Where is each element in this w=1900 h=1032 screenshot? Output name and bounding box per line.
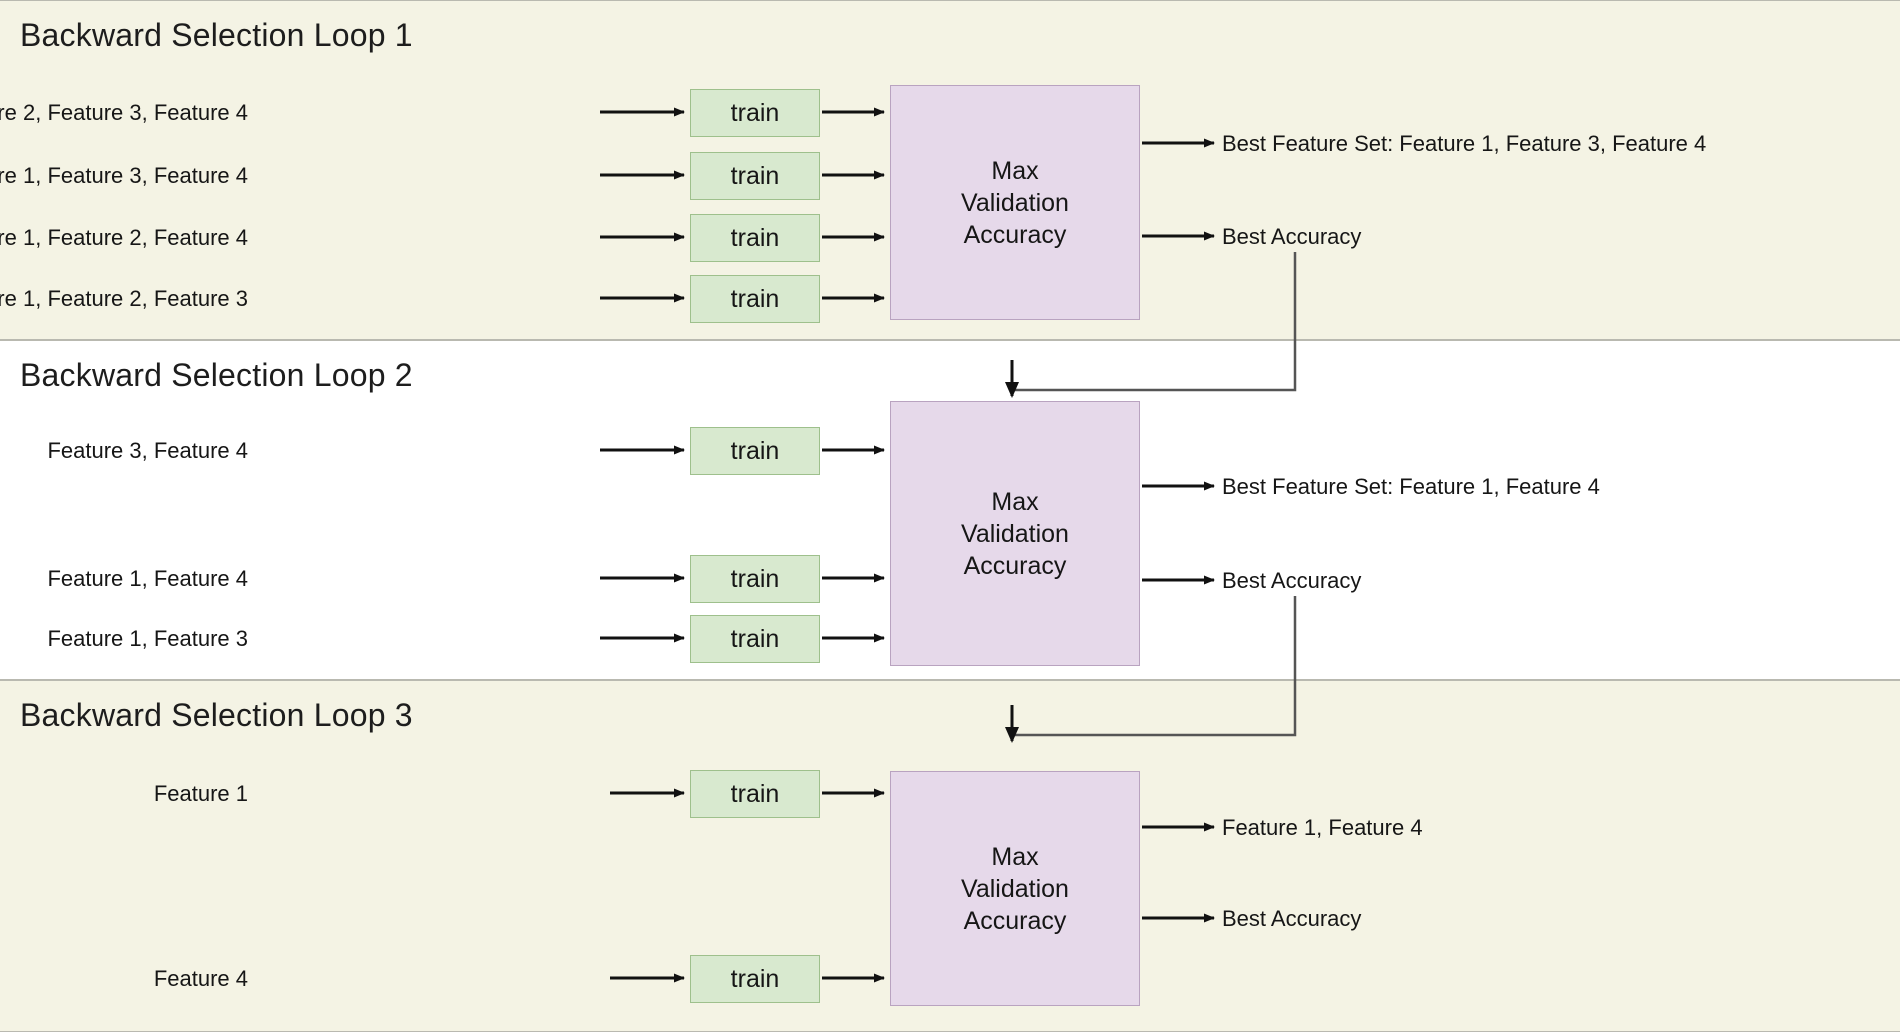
train-box-2-1[interactable]: train (690, 427, 820, 475)
input-label-3-1: Feature 1 (153, 781, 248, 806)
train-box-2-3[interactable]: train (690, 615, 820, 663)
max-box-line-1: Max (991, 487, 1039, 516)
train-box-1-2[interactable]: train (690, 152, 820, 200)
max-box-line-3: Accuracy (963, 906, 1067, 935)
loop-panel-1: Backward Selection Loop 1 Feature 2, Fea… (0, 0, 1900, 340)
max-box-line-3: Accuracy (963, 220, 1067, 249)
input-label-2-2: Feature 1, Feature 4 (47, 566, 248, 591)
max-validation-accuracy-box-3[interactable]: Max Validation Accuracy (890, 771, 1140, 1006)
loop-title-1: Backward Selection Loop 1 (20, 17, 413, 53)
max-validation-accuracy-box-1[interactable]: Max Validation Accuracy (890, 85, 1140, 320)
input-label-3-2: Feature 4 (153, 966, 248, 991)
input-label-1-2: Feature 1, Feature 3, Feature 4 (0, 163, 248, 188)
output-label-1-2: Best Accuracy (1222, 224, 1362, 249)
max-box-line-2: Validation (961, 188, 1069, 217)
train-box-1-4[interactable]: train (690, 275, 820, 323)
input-label-2-3: Feature 1, Feature 3 (47, 626, 248, 651)
loop-panel-3: Backward Selection Loop 3 Feature 1 Feat… (0, 680, 1900, 1032)
loop-panel-2: Backward Selection Loop 2 Feature 3, Fea… (0, 340, 1900, 680)
loop-title-2: Backward Selection Loop 2 (20, 357, 413, 393)
train-box-2-2[interactable]: train (690, 555, 820, 603)
train-box-3-2[interactable]: train (690, 955, 820, 1003)
train-box-3-1[interactable]: train (690, 770, 820, 818)
train-box-1-3[interactable]: train (690, 214, 820, 262)
output-label-3-2: Best Accuracy (1222, 906, 1362, 931)
input-label-1-1: Feature 2, Feature 3, Feature 4 (0, 100, 248, 125)
output-label-2-1: Best Feature Set: Feature 1, Feature 4 (1222, 474, 1600, 499)
loop-title-3: Backward Selection Loop 3 (20, 697, 413, 733)
output-label-2-2: Best Accuracy (1222, 568, 1362, 593)
max-box-line-1: Max (991, 156, 1039, 185)
train-box-1-1[interactable]: train (690, 89, 820, 137)
max-box-line-3: Accuracy (963, 551, 1067, 580)
input-label-2-1: Feature 3, Feature 4 (47, 438, 248, 463)
max-validation-accuracy-box-2[interactable]: Max Validation Accuracy (890, 401, 1140, 666)
output-label-3-1: Feature 1, Feature 4 (1222, 815, 1423, 840)
max-box-line-2: Validation (961, 519, 1069, 548)
input-label-1-4: Feature 1, Feature 2, Feature 3 (0, 286, 248, 311)
input-label-1-3: Feature 1, Feature 2, Feature 4 (0, 225, 248, 250)
output-label-1-1: Best Feature Set: Feature 1, Feature 3, … (1222, 131, 1707, 156)
max-box-line-1: Max (991, 842, 1039, 871)
max-box-line-2: Validation (961, 874, 1069, 903)
